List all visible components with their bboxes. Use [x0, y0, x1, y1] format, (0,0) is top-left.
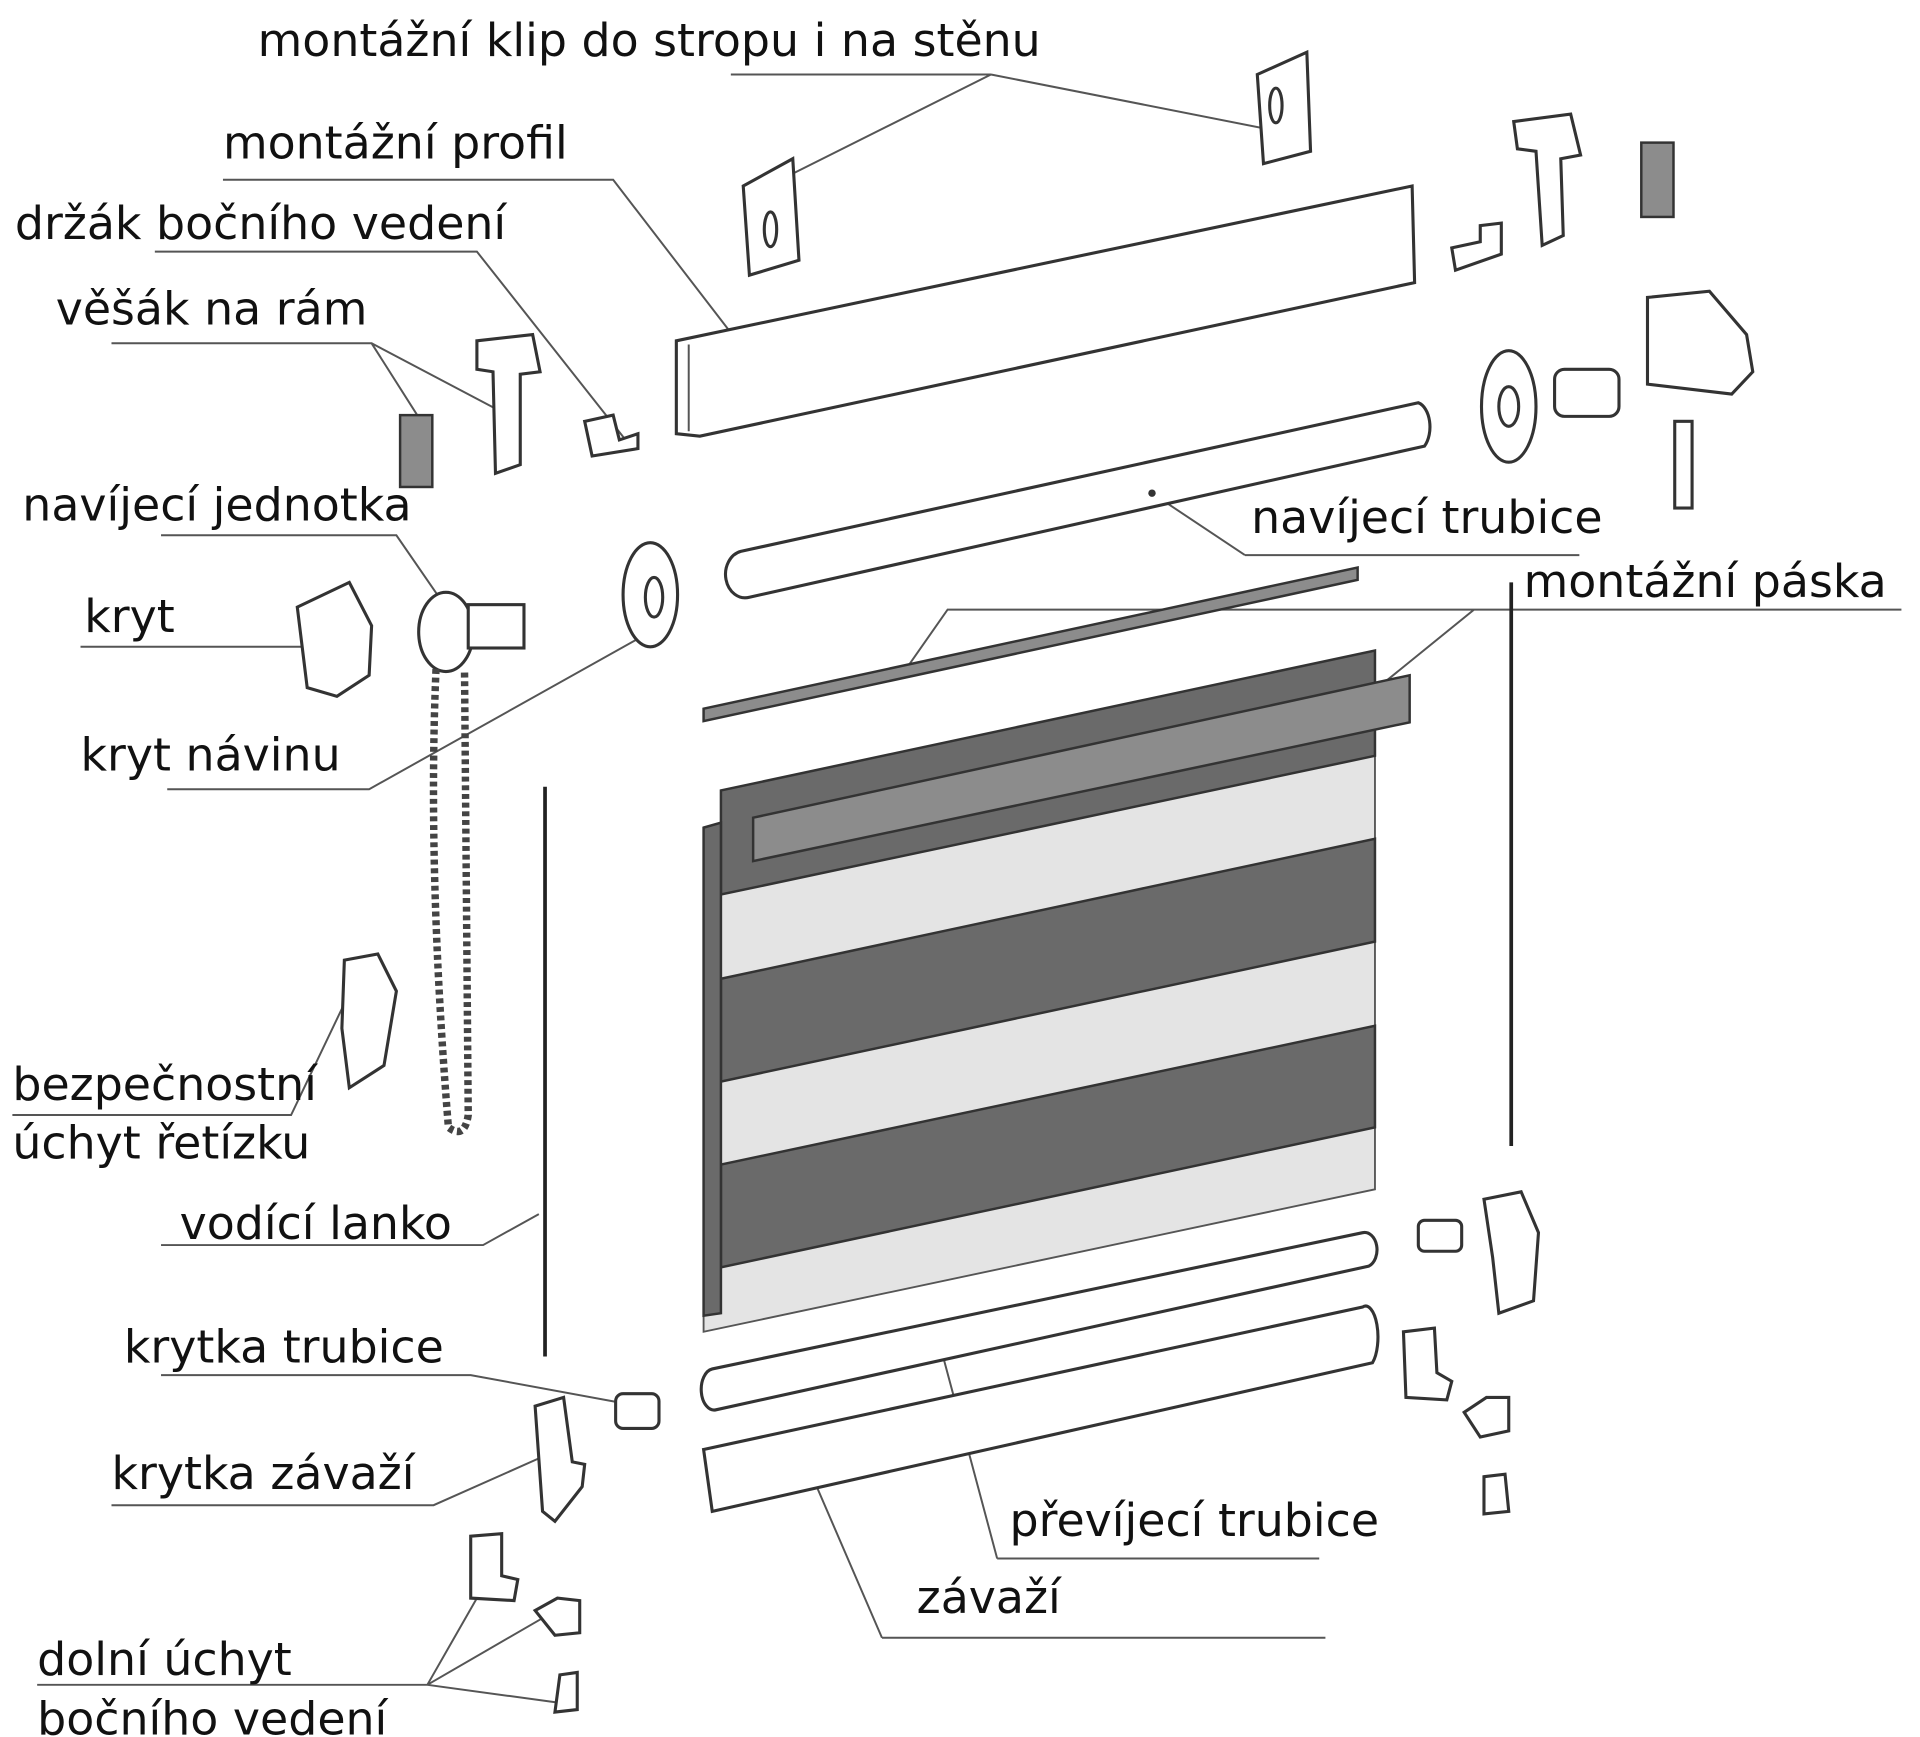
weight-cap-right	[1482, 1190, 1541, 1316]
label-winding-tube: navíjecí trubice	[1251, 490, 1602, 544]
side-guide-holder-right	[1449, 221, 1503, 273]
weight-cap	[533, 1395, 587, 1524]
tube-cap-right	[1416, 1218, 1464, 1253]
leader-dot	[1148, 489, 1156, 497]
tube-plug-right	[1553, 367, 1621, 418]
label-frame-hanger: věšák na rám	[56, 282, 368, 336]
cover-part	[295, 580, 374, 699]
frame-hanger-pad	[398, 413, 434, 489]
disc-hole	[643, 575, 665, 619]
frame-hanger-pad-right	[1640, 141, 1675, 219]
frame-hanger-right	[1511, 112, 1583, 248]
bottom-holder-knob	[532, 1596, 582, 1637]
weight-bar	[701, 1304, 1380, 1514]
label-weight-cap: krytka závaží	[111, 1446, 415, 1500]
mounting-clip-right	[1255, 49, 1313, 166]
bottom-holder-peg-right	[1482, 1472, 1511, 1516]
label-rewinding-tube: převíjecí trubice	[1010, 1493, 1379, 1547]
blind-fabric	[702, 648, 1411, 1333]
winding-unit-spindle	[466, 603, 526, 650]
label-tube-cap: krytka trubice	[124, 1320, 444, 1374]
bracket-insert-right	[1673, 419, 1694, 510]
mounting-profile	[674, 184, 1417, 438]
label-bottom-holder-line1: dolní úchyt	[37, 1632, 292, 1686]
label-chain-safety-line2: úchyt řetízku	[12, 1115, 310, 1169]
bottom-holder-bracket	[469, 1532, 520, 1603]
chain-safety-clip	[340, 952, 398, 1091]
bottom-holder-peg	[553, 1670, 579, 1714]
clip-slot	[1268, 86, 1284, 125]
bead-chain	[429, 668, 472, 1136]
label-cover: kryt	[84, 589, 174, 643]
side-guide-holder	[582, 413, 640, 458]
rewinding-tube	[699, 1230, 1379, 1412]
mounting-tape-strip	[702, 565, 1359, 723]
label-mounting-tape: montážní páska	[1524, 554, 1887, 608]
winding-tube	[723, 401, 1432, 600]
disc-hole	[1497, 385, 1521, 428]
leader-lines	[12, 73, 1902, 1705]
winding-unit	[417, 590, 475, 674]
label-winding-cover: kryt návinu	[81, 728, 341, 782]
label-chain-safety-line1: bezpečnostní	[12, 1057, 318, 1111]
label-side-guide-holder: držák bočního vedení	[15, 196, 508, 250]
label-mounting-clip: montážní klip do stropu i na stěnu	[258, 13, 1041, 67]
bottom-holder-bracket-right	[1401, 1326, 1454, 1402]
label-bottom-holder-line2: bočního vedení	[37, 1691, 388, 1737]
label-winding-unit: navíjecí jednotka	[22, 477, 411, 531]
tube-cap	[614, 1392, 661, 1430]
bottom-holder-knob-right	[1462, 1395, 1511, 1439]
frame-hanger	[475, 332, 542, 476]
end-bracket-right	[1645, 289, 1755, 396]
label-mounting-profile: montážní profil	[223, 116, 568, 170]
label-guide-wire: vodící lanko	[180, 1196, 452, 1250]
label-weight: závaží	[917, 1570, 1062, 1624]
clip-slot	[762, 210, 779, 249]
